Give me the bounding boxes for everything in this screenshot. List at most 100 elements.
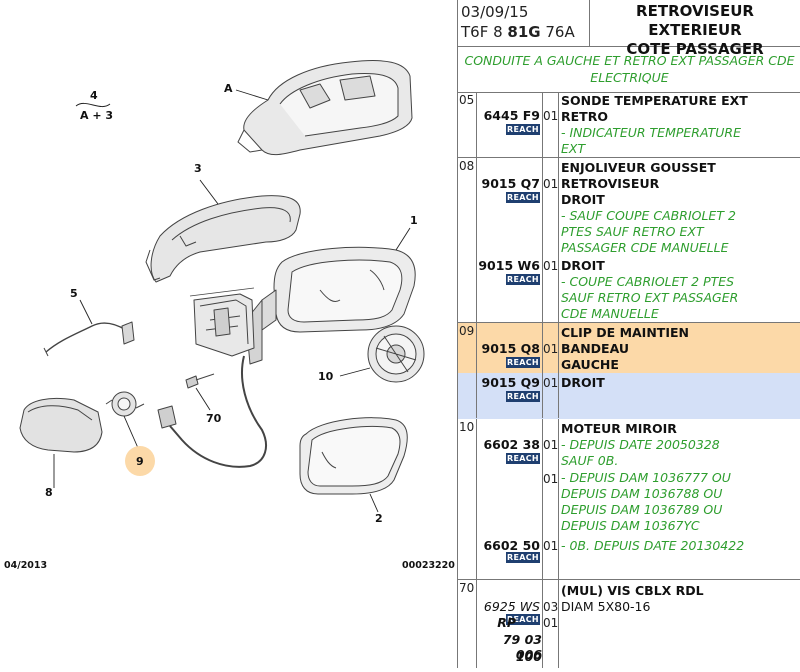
group-10: 10 6602 38 REACH 01 MOTEUR MIROIR - DEPU… <box>458 419 800 580</box>
part-5-sensor <box>43 321 135 357</box>
part-660250[interactable]: 6602 50 <box>483 538 540 553</box>
callout-9-highlight <box>125 446 155 476</box>
header-code-suffix: 76A <box>540 23 575 41</box>
reach-badge: REACH <box>506 124 540 135</box>
part-1-mirror-body <box>245 246 416 365</box>
part-name: MOTEUR MIROIR <box>561 421 677 436</box>
header-code-prefix: T6F 8 <box>461 23 508 41</box>
part-8-lower-cover <box>19 397 103 453</box>
reach-badge: REACH <box>506 453 540 464</box>
diagram-drawing <box>19 60 425 513</box>
group-09-number: 09 <box>459 324 475 338</box>
part-condition: SAUF 0B. <box>561 453 619 468</box>
reach-badge: REACH <box>506 391 540 402</box>
label-4-swirl <box>75 102 111 108</box>
group-10-number: 10 <box>459 420 475 434</box>
part-condition: - 0B. DEPUIS DATE 20130422 <box>561 538 745 553</box>
reach-badge: REACH <box>506 357 540 368</box>
callout-4: 4 <box>90 89 98 102</box>
part-70-screw <box>185 373 215 389</box>
part-name: DIAM 5X80-16 <box>561 599 651 614</box>
part-6445F9[interactable]: 6445 F9 <box>483 108 540 123</box>
header-title-line2: COTE PASSAGER <box>626 40 764 58</box>
callout-3: 3 <box>194 162 202 175</box>
qty: 01 <box>543 259 559 273</box>
part-9015Q9[interactable]: 9015 Q9 <box>481 375 540 390</box>
group-09: 09 9015 Q8 REACH 01 CLIP DE MAINTIEN BAN… <box>458 323 800 419</box>
callout-70: 70 <box>206 412 222 425</box>
ref-line: 79 03 006 <box>502 632 542 662</box>
header-code: T6F 8 81G 76A <box>461 23 575 41</box>
part-condition: PASSAGER CDE MANUELLE <box>561 240 729 255</box>
callout-1: 1 <box>410 214 418 227</box>
part-2-glass <box>299 417 408 495</box>
group-05: 05 6445 F9 REACH 01 SONDE TEMPERATURE EX… <box>458 92 800 158</box>
part-name: CLIP DE MAINTIEN <box>561 325 689 340</box>
note-line2: ELECTRIQUE <box>590 70 669 85</box>
part-name: DROIT <box>561 375 605 390</box>
motor-assembly <box>189 287 255 357</box>
reach-badge: REACH <box>506 552 540 563</box>
callout-5: 5 <box>70 287 78 300</box>
part-660238[interactable]: 6602 38 <box>483 437 540 452</box>
note-line1: CONDUITE A GAUCHE ET RETRO EXT PASSAGER … <box>464 53 795 68</box>
part-name: DROIT <box>561 258 605 273</box>
parts-catalog: 03/09/15 T6F 8 81G 76A RETROVISEUR EXTER… <box>457 0 800 668</box>
part-name: ENJOLIVEUR GOUSSET <box>561 160 716 175</box>
qty: 03 <box>543 600 559 614</box>
group-70: 70 6925 WS REACH 03 01 (MUL) VIS CBLX RD… <box>458 580 800 668</box>
part-condition: - COUPE CABRIOLET 2 PTES <box>561 274 735 289</box>
callout-A: A <box>224 82 233 95</box>
group-08-number: 08 <box>459 159 475 173</box>
part-name: RETRO <box>561 109 608 124</box>
part-10-motor <box>367 325 425 383</box>
qty: 01 <box>543 616 559 630</box>
part-name: RETROVISEUR <box>561 176 660 191</box>
part-9015Q8[interactable]: 9015 Q8 <box>481 341 540 356</box>
qty: 01 <box>543 109 559 123</box>
group-70-number: 70 <box>459 581 475 595</box>
reach-badge: REACH <box>506 614 540 625</box>
cable-harness <box>157 355 267 468</box>
qty: 01 <box>543 177 559 191</box>
callout-8: 8 <box>45 486 53 499</box>
callout-10: 10 <box>318 370 334 383</box>
qty: 01 <box>543 472 559 486</box>
part-9015Q7[interactable]: 9015 Q7 <box>481 176 540 191</box>
callout-2: 2 <box>375 512 383 525</box>
catalog-header: 03/09/15 T6F 8 81G 76A RETROVISEUR EXTER… <box>458 0 800 58</box>
group-08: 08 9015 Q7 REACH 01 ENJOLIVEUR GOUSSET R… <box>458 158 800 323</box>
part-condition: - DEPUIS DATE 20050328 <box>561 437 720 452</box>
part-condition: PTES SAUF RETRO EXT <box>561 224 704 239</box>
reach-badge: REACH <box>506 192 540 203</box>
part-name: DROIT <box>561 192 605 207</box>
header-date: 03/09/15 <box>461 3 529 21</box>
callout-a3: A + 3 <box>80 109 114 122</box>
part-condition: - INDICATEUR TEMPERATURE <box>561 125 741 140</box>
exploded-diagram: 4 A + 3 A 3 1 5 10 70 9 8 2 04/2013 0002… <box>4 60 455 571</box>
part-condition: DEPUIS DAM 1036789 OU <box>561 502 723 517</box>
part-6925WS[interactable]: 6925 WS <box>483 599 540 614</box>
header-title: RETROVISEUR EXTERIEUR COTE PASSAGER <box>589 2 800 59</box>
qty: 01 <box>543 376 559 390</box>
part-9-clip <box>105 391 145 417</box>
header-id-cell: 03/09/15 T6F 8 81G 76A <box>458 0 590 46</box>
part-condition: - SAUF COUPE CABRIOLET 2 <box>561 208 736 223</box>
reach-badge: REACH <box>506 274 540 285</box>
ref-line: RP <box>497 615 516 630</box>
qty: 01 <box>543 539 559 553</box>
ref-line: 100 <box>515 649 542 664</box>
application-note: CONDUITE A GAUCHE ET RETRO EXT PASSAGER … <box>458 47 800 93</box>
part-condition: CDE MANUELLE <box>561 306 659 321</box>
part-a-housing <box>237 60 413 156</box>
part-condition: DEPUIS DAM 10367YC <box>561 518 700 533</box>
part-name: SONDE TEMPERATURE EXT <box>561 93 748 108</box>
part-name: GAUCHE <box>561 357 619 372</box>
qty: 01 <box>543 438 559 452</box>
part-3-cover <box>145 195 301 283</box>
part-9015W6[interactable]: 9015 W6 <box>478 258 540 273</box>
leader-lines <box>53 89 411 513</box>
header-title-line1: RETROVISEUR EXTERIEUR <box>636 2 754 39</box>
header-code-bold: 81G <box>507 23 541 41</box>
diagram-ref: 00023220 <box>402 560 455 571</box>
